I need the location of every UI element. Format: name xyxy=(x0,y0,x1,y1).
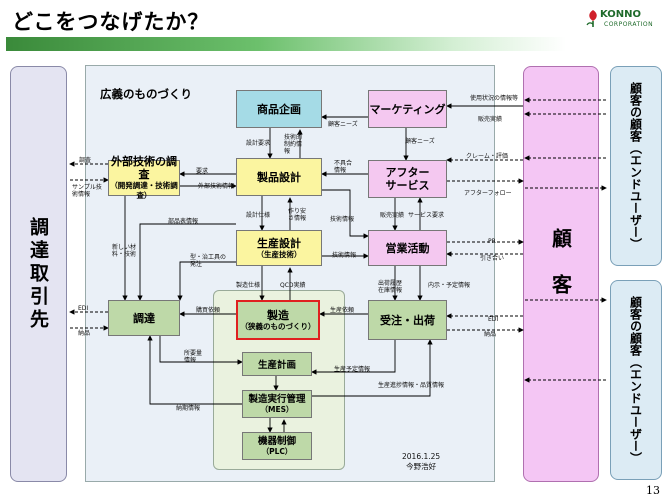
label-inquiry: 引き合い xyxy=(480,255,505,262)
label-tooling: 型・治工具の発注 xyxy=(190,254,227,268)
title-underline-bar xyxy=(6,37,566,51)
page-number: 13 xyxy=(646,484,660,497)
label-design-req: 設計要求 xyxy=(246,140,271,147)
label-sales-results-2: 販売実績 xyxy=(380,212,405,219)
mes-box: 製造実行管理 （MES） xyxy=(242,390,312,418)
label-qcd: QCD実績 xyxy=(280,282,306,289)
label-customer-needs-2: 顧客ニーズ xyxy=(405,138,435,145)
label-purchase-req: 購買依頼 xyxy=(196,307,221,314)
label-new-materials: 新しい材料・技術 xyxy=(112,244,137,258)
author-text: 今野浩好 xyxy=(406,462,437,471)
product-planning-label: 商品企画 xyxy=(257,102,301,116)
logo-subtitle: CORPORATION xyxy=(604,21,654,28)
konno-logo-mark-icon xyxy=(586,10,597,27)
label-edi-right: EDI xyxy=(488,316,499,323)
supplier-label: 調達取引先 xyxy=(27,216,49,332)
logo-name: KONNO xyxy=(600,9,642,20)
procurement-box: 調達 xyxy=(108,300,180,336)
label-required-qty: 所要量情報 xyxy=(184,350,203,364)
order-shipping-label: 受注・出荷 xyxy=(380,313,435,327)
label-mfg-spec: 製造仕様 xyxy=(236,282,261,289)
marketing-label: マーケティング xyxy=(369,102,446,116)
end-user-column-bottom: 顧客の顧客（エンドユーザー） xyxy=(610,280,662,480)
label-tech-info-1: 技術情報 xyxy=(330,216,355,223)
mes-label: 製造実行管理 xyxy=(248,393,306,405)
external-tech-box: 外部技術の調査 （開発調達・技術調査） xyxy=(108,155,180,200)
supplier-column: 調達取引先 xyxy=(10,66,67,482)
manufacturing-sub: （狭義のものづくり） xyxy=(240,321,316,331)
after-service-label: アフター xyxy=(385,166,430,179)
label-tech-constraints: 技術的制約情報 xyxy=(284,134,303,155)
manufacturing-box: 製造 （狭義のものづくり） xyxy=(236,300,320,340)
label-edi-left: EDI xyxy=(78,305,89,312)
label-progress-quality: 生産進捗情報・品質情報 xyxy=(378,382,445,389)
slide-title: どこをつなげたか？ xyxy=(12,10,210,34)
label-samples: サンプル技術情報 xyxy=(72,184,102,198)
label-manufacturability: 作り安さ情報 xyxy=(288,208,307,222)
label-usage-info: 使用状況の情報等 xyxy=(470,95,519,102)
plc-box: 機器制御 （PLC） xyxy=(242,432,312,460)
sales-activity-label: 営業活動 xyxy=(385,241,430,255)
date-text: 2016.1.25 xyxy=(402,452,441,461)
after-service-box: アフター サービス xyxy=(368,160,447,198)
label-defect-info: 不具合情報 xyxy=(334,160,353,174)
product-design-label: 製品設計 xyxy=(257,170,301,184)
label-order-forecast: 内示・予定情報 xyxy=(428,282,471,289)
end-user-label-bottom: 顧客の顧客（エンドユーザー） xyxy=(628,296,643,464)
label-tech-info-2: 技術情報 xyxy=(332,252,357,259)
production-design-box: 生産設計 （生産技術） xyxy=(236,230,322,266)
label-due-date: 納期情報 xyxy=(176,405,201,412)
production-planning-box: 生産計画 xyxy=(242,352,312,376)
end-user-label-top: 顧客の顧客（エンドユーザー） xyxy=(628,82,643,250)
label-sales-results: 販売実績 xyxy=(478,116,503,123)
external-tech-label: 外部技術の調査 xyxy=(111,155,177,181)
customer-label: 顧客 xyxy=(548,228,573,320)
sales-activity-box: 営業活動 xyxy=(368,230,447,266)
manufacturing-label: 製造 xyxy=(267,308,289,322)
product-design-box: 製品設計 xyxy=(236,158,322,196)
label-delivery-right: 納品 xyxy=(484,331,497,338)
label-claims: クレーム・評価 xyxy=(466,153,508,160)
mes-sub: （MES） xyxy=(260,404,294,414)
external-tech-sub: （開発調達・技術調査） xyxy=(110,181,178,200)
procurement-label: 調達 xyxy=(133,311,155,325)
label-service-req: サービス要求 xyxy=(408,212,445,219)
product-planning-box: 商品企画 xyxy=(236,90,322,128)
after-service-label-2: サービス xyxy=(385,179,430,192)
production-design-label: 生産設計 xyxy=(257,236,301,250)
customer-column: 顧客 xyxy=(523,66,599,482)
label-after-follow: アフターフォロー xyxy=(464,190,512,197)
label-production-schedule: 生産予定情報 xyxy=(334,366,371,373)
label-production-req: 生産依頼 xyxy=(330,307,355,314)
label-design-spec: 設計仕様 xyxy=(246,212,271,219)
label-request: 要求 xyxy=(196,168,209,175)
footer-note: 2016.1.25 今野浩好 xyxy=(402,452,440,472)
marketing-box: マーケティング xyxy=(368,90,447,128)
label-pr: PR xyxy=(488,238,496,245)
label-customer-needs: 顧客ニーズ xyxy=(328,121,358,128)
label-ext-tech-info: 外部技術情報 xyxy=(198,183,235,190)
broad-manufacturing-title: 広義のものづくり xyxy=(100,87,192,101)
plc-label: 機器制御 xyxy=(257,435,296,447)
label-shipment-history: 出荷履歴在庫情報 xyxy=(378,280,403,294)
order-shipping-box: 受注・出荷 xyxy=(368,300,447,340)
production-planning-label: 生産計画 xyxy=(257,360,296,371)
label-parts-info: 部品表情報 xyxy=(168,218,199,225)
end-user-column-top: 顧客の顧客（エンドユーザー） xyxy=(610,66,662,266)
label-survey: 調査 xyxy=(79,157,92,164)
plc-sub: （PLC） xyxy=(261,446,293,456)
production-design-sub: （生産技術） xyxy=(256,249,302,259)
label-delivery-left: 納品 xyxy=(78,330,91,337)
